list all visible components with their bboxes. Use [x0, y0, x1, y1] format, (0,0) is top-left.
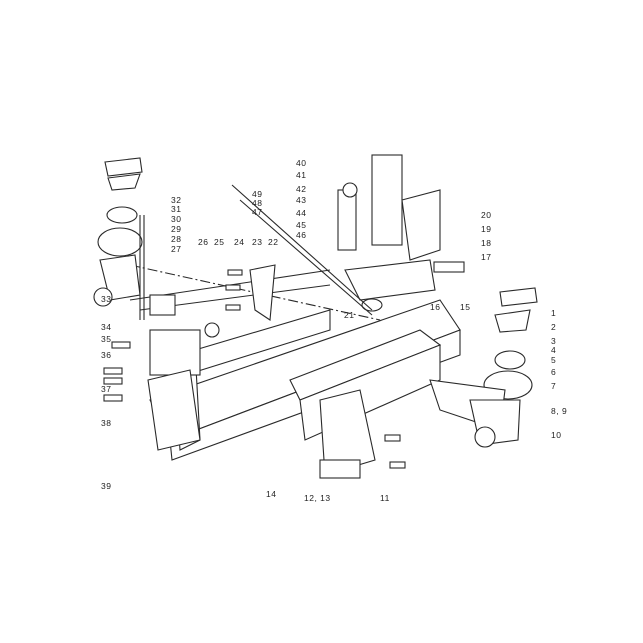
part-label-17: 17 — [481, 252, 492, 262]
part-label-24: 24 — [234, 237, 245, 247]
part-label-47: 47 — [252, 207, 263, 217]
part-label-46: 46 — [296, 230, 307, 240]
part-label-4: 4 — [551, 345, 557, 355]
part-label-30: 30 — [171, 214, 182, 224]
part-label-22: 22 — [268, 237, 279, 247]
part-label-26: 26 — [198, 237, 209, 247]
part-label-39: 39 — [101, 481, 112, 491]
part-label-1: 1 — [551, 308, 557, 318]
part-label-42: 42 — [296, 184, 307, 194]
left-bracket — [147, 264, 276, 451]
part-label-38: 38 — [101, 418, 112, 428]
part-label-35: 35 — [101, 334, 112, 344]
part-label-19: 19 — [481, 224, 492, 234]
part-label-20: 20 — [481, 210, 492, 220]
lower-bracket — [319, 389, 406, 479]
part-label-12-13: 12, 13 — [304, 493, 331, 503]
part-label-6: 6 — [551, 367, 557, 377]
part-label-43: 43 — [296, 195, 307, 205]
part-label-41: 41 — [296, 170, 307, 180]
part-label-48: 48 — [252, 198, 263, 208]
part-label-2: 2 — [551, 322, 557, 332]
part-label-15: 15 — [460, 302, 471, 312]
part-label-33: 33 — [101, 294, 112, 304]
part-label-14: 14 — [266, 489, 277, 499]
part-label-40: 40 — [296, 158, 307, 168]
part-label-7: 7 — [551, 381, 557, 391]
part-label-3: 3 — [551, 336, 557, 346]
part-label-36: 36 — [101, 350, 112, 360]
part-label-32: 32 — [171, 195, 182, 205]
part-label-29: 29 — [171, 224, 182, 234]
part-label-18: 18 — [481, 238, 492, 248]
left-air-spring — [93, 157, 143, 307]
part-label-34: 34 — [101, 322, 112, 332]
part-label-37: 37 — [101, 384, 112, 394]
right-air-spring — [429, 287, 538, 448]
part-label-45: 45 — [296, 220, 307, 230]
part-label-8-9: 8, 9 — [551, 406, 568, 416]
part-label-27: 27 — [171, 244, 182, 254]
part-label-21: 21 — [344, 310, 355, 320]
part-label-49: 49 — [252, 189, 263, 199]
part-label-25: 25 — [214, 237, 225, 247]
part-label-28: 28 — [171, 234, 182, 244]
part-label-44: 44 — [296, 208, 307, 218]
shock-absorber — [337, 154, 465, 312]
part-label-11: 11 — [380, 493, 390, 503]
part-label-31: 31 — [171, 204, 182, 214]
part-label-23: 23 — [252, 237, 263, 247]
part-label-10: 10 — [551, 430, 562, 440]
part-label-16: 16 — [430, 302, 441, 312]
part-label-5: 5 — [551, 355, 557, 365]
bolts-left — [103, 269, 243, 402]
